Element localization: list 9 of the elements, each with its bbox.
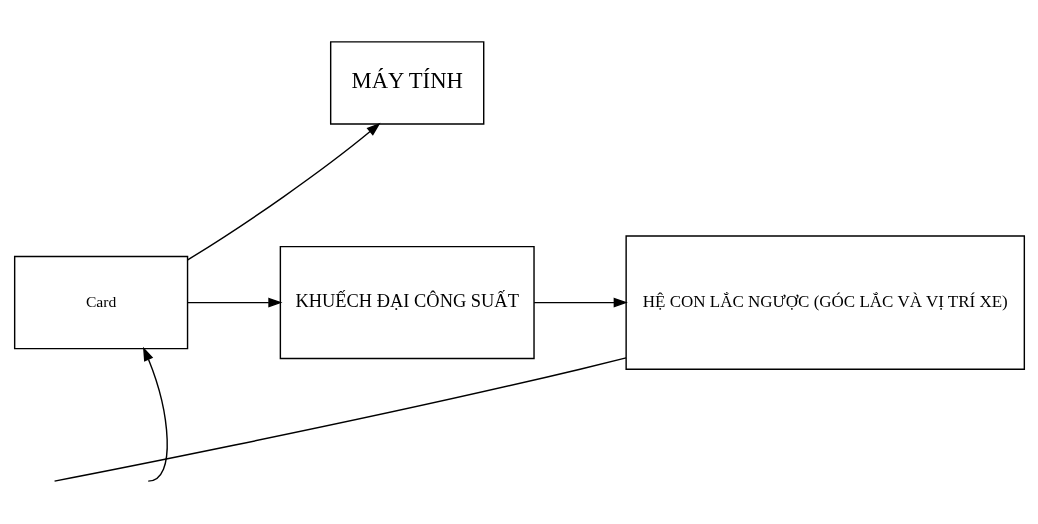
node-box: MÁY TÍNH: [329, 41, 484, 125]
node-box: HỆ CON LẮC NGƯỢC (GÓC LẮC VÀ VỊ TRÍ XE): [624, 235, 1025, 370]
arrow: [532, 297, 628, 308]
arrow: [186, 122, 381, 261]
arrow: [142, 346, 168, 482]
arrow: [186, 297, 282, 308]
connector: [53, 357, 627, 482]
node-box: KHUẾCH ĐẠI CÔNG SUẤT: [279, 245, 535, 360]
node-box: Card: [13, 255, 188, 350]
